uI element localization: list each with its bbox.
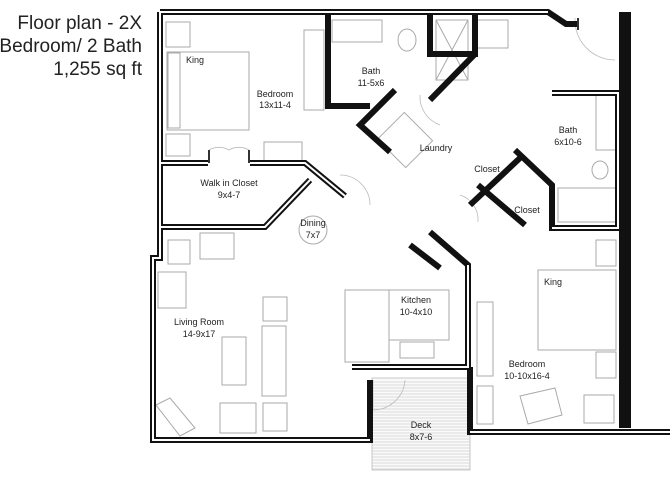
bath1-dims: 11-5x6 (358, 78, 385, 88)
plan-layout: 2 Bedroom/ 2 Bath (0, 36, 142, 57)
walls (150, 9, 670, 443)
deck-label: Deck (411, 420, 432, 430)
deck-dims: 8x7-6 (410, 432, 433, 442)
kitchen-label: Kitchen (401, 295, 431, 305)
bath2-dims: 6x10-6 (554, 137, 582, 147)
laundry-label: Laundry (420, 143, 453, 153)
dining-dims: 7x7 (306, 230, 321, 240)
plan-area: 1,255 sq ft (53, 59, 142, 80)
kitchen-dims: 10-4x10 (400, 307, 433, 317)
dining-label: Dining (300, 218, 326, 228)
bedroom2-label: Bedroom (509, 359, 546, 369)
bedroom1-bed-label: King (186, 55, 204, 65)
deck-area (371, 377, 471, 471)
bedroom2-dims: 10-10x16-4 (504, 371, 550, 381)
bedroom1-dims: 13x11-4 (259, 100, 291, 110)
bath2-label: Bath (559, 125, 578, 135)
plan-title: Floor plan - 2X (17, 13, 142, 34)
walkin-closet-label: Walk in Closet (200, 178, 258, 188)
closet1-label: Closet (474, 164, 500, 174)
room-labels: King Bedroom 13x11-4 Bath 11-5x6 Walk in… (174, 55, 582, 442)
closet2-label: Closet (514, 205, 540, 215)
living-room-label: Living Room (174, 317, 224, 327)
walkin-closet-dims: 9x4-7 (218, 190, 241, 200)
bath1-label: Bath (362, 66, 381, 76)
bedroom2-bed-label: King (544, 277, 562, 287)
bedroom1-label: Bedroom (257, 89, 294, 99)
living-room-dims: 14-9x17 (183, 329, 216, 339)
furniture (155, 19, 617, 437)
